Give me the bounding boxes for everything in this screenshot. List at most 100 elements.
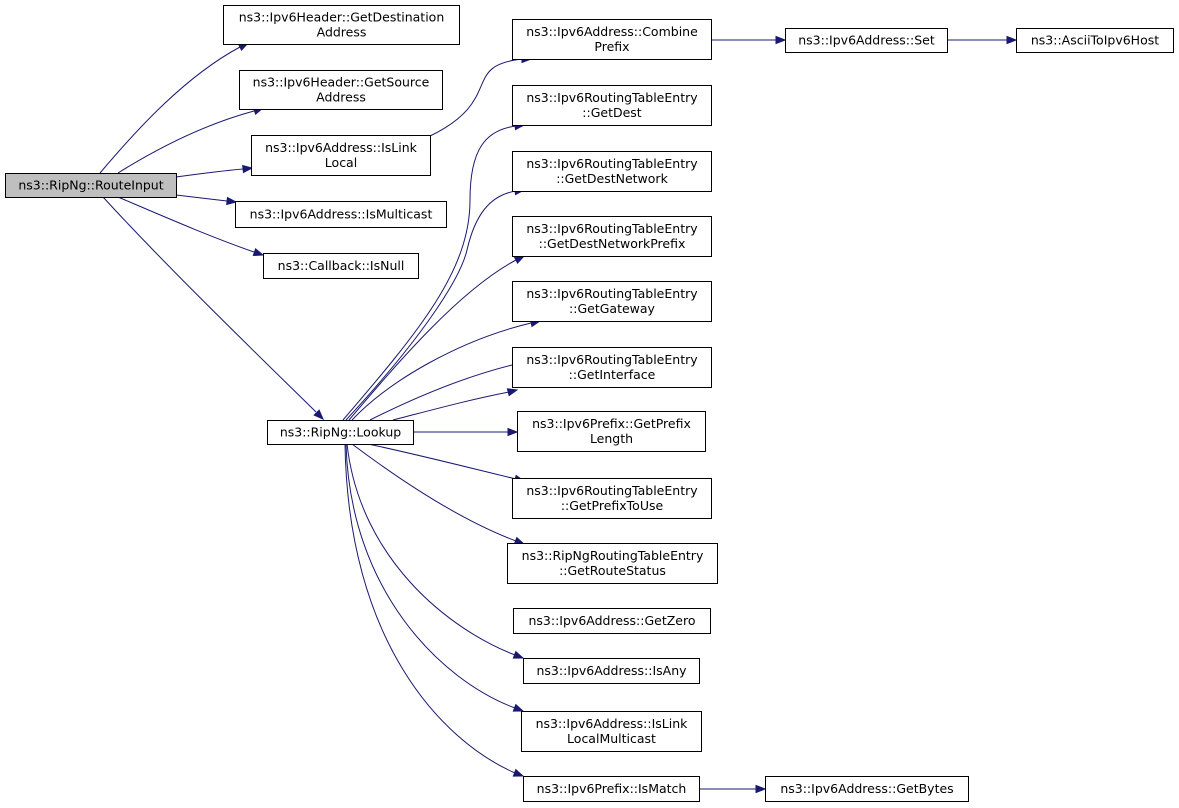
node-is-any[interactable]: ns3::Ipv6Address::IsAny [523, 658, 700, 684]
node-is-null[interactable]: ns3::Callback::IsNull [263, 253, 419, 279]
node-label: Length [590, 431, 633, 446]
node-box [239, 70, 443, 110]
node-box [517, 411, 706, 452]
node-box [267, 420, 414, 445]
node-label: ns3::AsciiToIpv6Host [1031, 33, 1159, 48]
node-box [1016, 28, 1174, 53]
node-label: ns3::Ipv6Header::GetDestination [239, 10, 445, 25]
edge-lookup-to-get-zero [351, 443, 526, 545]
node-box [523, 658, 700, 684]
node-get-route-status[interactable]: ns3::RipNgRoutingTableEntry::GetRouteSta… [507, 543, 718, 584]
node-label: LocalMulticast [567, 731, 656, 746]
edge-lookup-to-is-any [346, 443, 525, 659]
node-box [521, 711, 702, 752]
node-label: ns3::RipNg::Lookup [280, 425, 401, 440]
node-box [513, 608, 711, 634]
node-label: ::GetDestNetwork [556, 171, 668, 186]
node-label: ns3::Ipv6Address::IsLink [265, 140, 418, 155]
edge-route-input-to-is-link-local [175, 164, 254, 178]
node-label: Local [325, 155, 357, 170]
node-label: Prefix [594, 39, 629, 54]
edge-route-input-to-is-multicast [175, 194, 238, 206]
node-box [765, 776, 969, 802]
node-label: ns3::Ipv6Address::Set [798, 33, 935, 48]
node-label: ns3::Ipv6Prefix::IsMatch [537, 781, 687, 796]
node-box [785, 28, 948, 53]
node-box [507, 543, 718, 584]
node-box [223, 5, 460, 45]
node-label: ::GetGateway [569, 301, 656, 316]
node-label: ns3::RipNgRoutingTableEntry [522, 548, 704, 563]
edge-route-input-to-is-null [117, 196, 265, 257]
node-label: ns3::Ipv6Address::GetZero [528, 613, 695, 628]
node-box [512, 347, 712, 388]
node-box [512, 85, 712, 126]
node-label: ns3::Ipv6Address::IsAny [536, 663, 687, 678]
node-label: Address [316, 90, 366, 105]
node-box [523, 776, 700, 802]
edge-lookup-to-is-link-local-multicast [345, 443, 525, 712]
node-label: ns3::Ipv6Header::GetSource [253, 75, 430, 90]
node-label: ::GetDestNetworkPrefix [539, 236, 686, 251]
edge-lookup-to-get-dest-network-prefix [348, 255, 526, 421]
node-box [512, 151, 712, 192]
node-label: ns3::Ipv6Address::Combine [526, 24, 698, 39]
edge-combine-prefix-to-set [711, 35, 787, 45]
node-label: ns3::Ipv6Address::IsMulticast [250, 207, 433, 222]
node-label: ns3::Ipv6Prefix::GetPrefix [532, 416, 691, 431]
node-box [235, 201, 447, 228]
node-label: ::GetPrefixToUse [561, 498, 664, 513]
node-label: ns3::Ipv6RoutingTableEntry [526, 221, 698, 236]
node-label: ns3::Ipv6RoutingTableEntry [526, 156, 698, 171]
nodes-layer: ns3::RipNg::RouteInput ns3::Ipv6Header::G… [5, 5, 1174, 802]
node-set[interactable]: ns3::Ipv6Address::Set [785, 28, 948, 53]
node-get-dest[interactable]: ns3::Ipv6RoutingTableEntry::GetDest [512, 85, 712, 126]
edge-lookup-to-get-gateway [351, 318, 542, 421]
node-get-dest-network-prefix[interactable]: ns3::Ipv6RoutingTableEntry::GetDestNetwo… [512, 216, 712, 257]
node-label: ::GetDest [582, 105, 642, 120]
node-route-input[interactable]: ns3::RipNg::RouteInput [5, 173, 177, 198]
node-is-multicast[interactable]: ns3::Ipv6Address::IsMulticast [235, 201, 447, 228]
node-label: ns3::Ipv6RoutingTableEntry [526, 483, 698, 498]
node-label: ns3::RipNg::RouteInput [18, 178, 163, 193]
node-label: ns3::Ipv6RoutingTableEntry [526, 90, 698, 105]
node-get-gateway[interactable]: ns3::Ipv6RoutingTableEntry::GetGateway [512, 281, 712, 322]
node-label: ns3::Ipv6Address::IsLink [536, 716, 689, 731]
edge-lookup-to-get-route-status [367, 443, 526, 483]
node-box [251, 135, 431, 176]
node-get-zero[interactable]: ns3::Ipv6Address::GetZero [513, 608, 711, 634]
node-box [512, 216, 712, 257]
edge-route-input-to-lookup [102, 196, 324, 420]
node-label: ns3::Ipv6RoutingTableEntry [526, 286, 698, 301]
edge-lookup-to-get-prefix-length [392, 388, 519, 421]
edge-lookup-to-is-match [344, 443, 525, 777]
node-box [512, 19, 712, 60]
node-is-match[interactable]: ns3::Ipv6Prefix::IsMatch [523, 776, 700, 802]
node-label: ns3::Ipv6RoutingTableEntry [526, 352, 698, 367]
node-label: ::GetInterface [569, 367, 656, 382]
node-label: ns3::Ipv6Address::GetBytes [780, 781, 953, 796]
node-box [263, 253, 419, 279]
node-get-dest-network[interactable]: ns3::Ipv6RoutingTableEntry::GetDestNetwo… [512, 151, 712, 192]
node-box [512, 281, 712, 322]
edge-lookup-to-get-prefix-to-use [413, 427, 519, 437]
node-lookup[interactable]: ns3::RipNg::Lookup [267, 420, 414, 445]
node-label: ns3::Callback::IsNull [278, 258, 405, 273]
node-box [512, 478, 712, 519]
edge-is-match-to-get-bytes [699, 784, 767, 794]
node-get-prefix-to-use[interactable]: ns3::Ipv6RoutingTableEntry::GetPrefixToU… [512, 478, 712, 519]
node-label: Address [317, 25, 367, 40]
node-box [5, 173, 177, 198]
node-get-interface[interactable]: ns3::Ipv6RoutingTableEntry::GetInterface [512, 347, 712, 388]
node-get-bytes[interactable]: ns3::Ipv6Address::GetBytes [765, 776, 969, 802]
node-ascii-to-ipv6[interactable]: ns3::AsciiToIpv6Host [1016, 28, 1174, 53]
edge-route-input-to-get-destination [99, 42, 250, 174]
edge-route-input-to-get-source [117, 106, 265, 174]
